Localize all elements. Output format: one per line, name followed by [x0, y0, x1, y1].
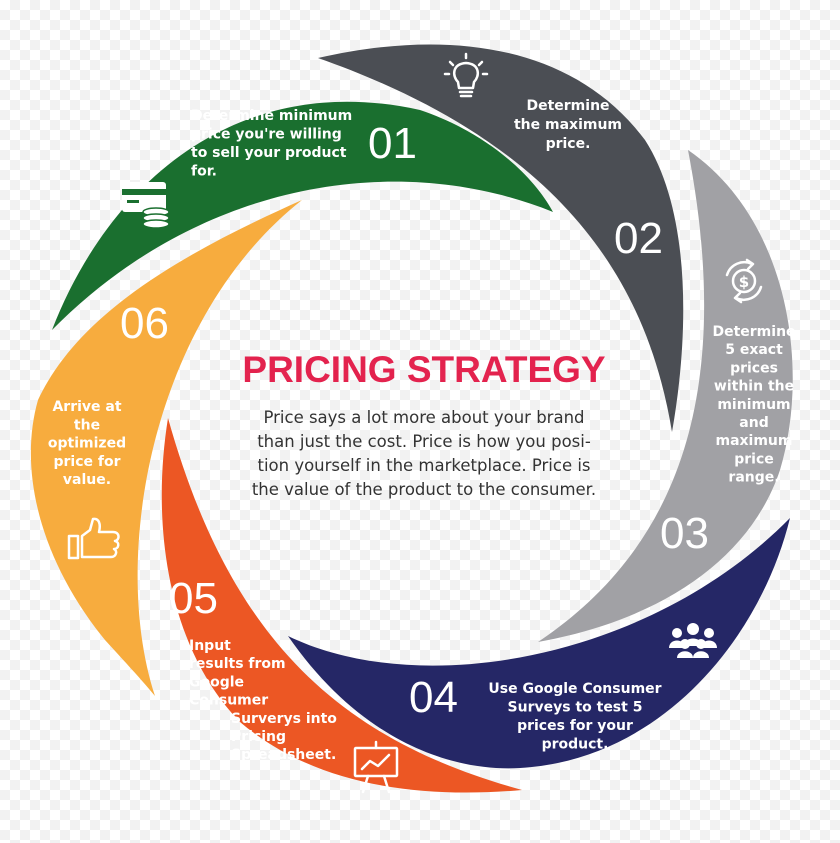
step-02-petal [318, 44, 684, 432]
step-05-line: Google [189, 674, 244, 690]
step-05-line: Surverys into [231, 711, 337, 727]
step-03-line: range. [728, 470, 779, 486]
step-05-petal [161, 418, 523, 793]
step-03-line: Determine [712, 324, 795, 340]
step-01-line: to sell your product [191, 145, 347, 161]
people-group-icon [669, 623, 717, 658]
step-01-text: Determine minimum price you're willing to … [191, 108, 352, 180]
step-03: 03 Determine 5 exact prices within the minim… [538, 150, 796, 642]
step-03-line: minimum [717, 397, 790, 413]
step-04-line: product. [542, 737, 609, 753]
step-05-line: Pricing [231, 729, 286, 745]
description-line-4: the value of the product to the consumer… [252, 480, 596, 499]
step-04-number: 04 [409, 673, 458, 722]
svg-text:$: $ [739, 273, 749, 291]
step-06-number: 06 [120, 299, 169, 348]
step-02-line: price. [546, 136, 591, 152]
description-line-2: than just the cost. Price is how you pos… [257, 432, 591, 451]
step-03-text: Determine 5 exact prices within the minimum a… [712, 324, 795, 486]
step-03-line: maximum [715, 433, 792, 449]
step-01-line: Determine minimum [191, 108, 352, 124]
thumbs-up-icon [67, 517, 120, 560]
step-06-line: value. [63, 472, 111, 488]
step-03-line: 5 exact [725, 342, 783, 358]
diagram-title: PRICING STRATEGY [242, 349, 605, 390]
step-05-line: results from [189, 656, 286, 672]
step-02-text: Determine the maximum price. [514, 98, 622, 152]
step-02: 02 Determine the maximum price. [318, 44, 684, 432]
step-01-line: price you're willing [191, 127, 342, 143]
step-02-number: 02 [614, 214, 663, 263]
description-line-1: Price says a lot more about your brand [263, 408, 584, 427]
step-01-line: for. [191, 164, 217, 180]
step-04-petal [288, 518, 790, 769]
step-02-line: the maximum [514, 117, 622, 133]
step-03-line: prices [730, 360, 778, 376]
step-04-line: Surveys to test 5 [508, 700, 643, 716]
step-05-number: 05 [169, 574, 218, 623]
step-05-line: Spreadsheet. [231, 747, 336, 763]
step-03-number: 03 [660, 509, 709, 558]
description-line-3: tion yourself in the marketplace. Price … [257, 456, 590, 475]
step-01-petal [52, 101, 553, 330]
step-06-petal [30, 200, 303, 696]
lightbulb-icon [443, 52, 489, 98]
step-05-line: Input [189, 638, 231, 654]
step-06-text: Arrive at the optimized price for value. [48, 399, 126, 488]
step-03-line: price [734, 451, 774, 467]
center-block: PRICING STRATEGY Price says a lot more a… [242, 349, 605, 499]
presentation-chart-icon [353, 740, 399, 794]
credit-card-coins-icon [122, 182, 170, 229]
step-03-line: within the [714, 379, 794, 395]
step-06-line: price for [53, 454, 120, 470]
step-06: 06 Arrive at the optimized price for value. [30, 200, 303, 696]
step-03-line: and [739, 415, 768, 431]
step-06-line: the [74, 417, 100, 433]
step-06-line: Arrive at [52, 399, 121, 415]
step-06-line: optimized [48, 436, 126, 452]
step-01: 01 Determine minimum price you're willing… [52, 101, 553, 330]
dollar-cycle-icon: $ [725, 258, 763, 304]
step-01-number: 01 [368, 119, 417, 168]
step-05-line: Consumer [189, 693, 268, 709]
step-04-line: Use Google Consumer [488, 681, 661, 697]
step-04-line: prices for your [517, 718, 633, 734]
step-02-line: Determine [526, 98, 609, 114]
